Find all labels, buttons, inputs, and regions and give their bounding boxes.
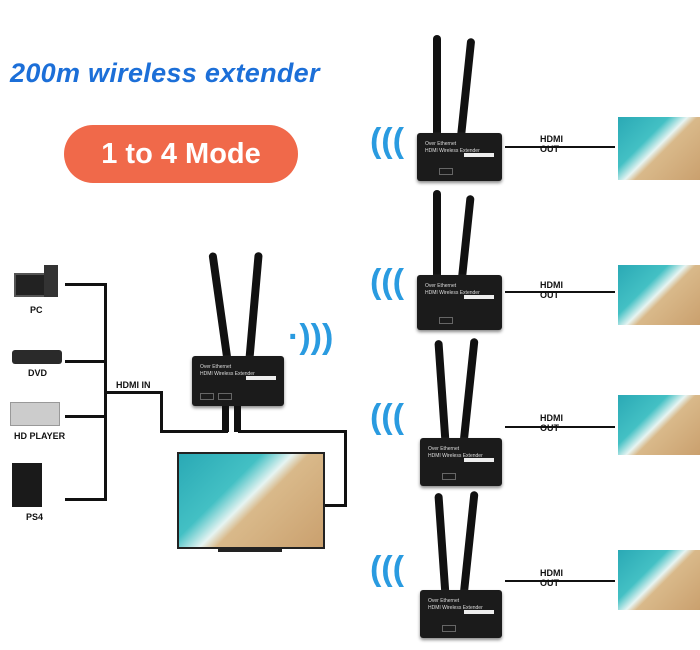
hdmi-cable [65, 498, 107, 501]
wifi-signal-icon: ))) [370, 550, 404, 588]
hdmi-cable [160, 391, 163, 433]
hdmi-cable [65, 360, 107, 363]
device-label: Over Ethernet HDMI Wireless Extender [428, 446, 483, 459]
wifi-signal-icon: ))) [370, 122, 404, 160]
wifi-signal-icon: ))) [370, 263, 404, 301]
headline: 200m wireless extender [10, 58, 320, 88]
hdmi-cable [238, 430, 346, 433]
source-label: HD PLAYER [14, 431, 66, 441]
ps4-icon [12, 463, 42, 507]
hdmi-plug [234, 406, 241, 432]
transmitter-device: Over Ethernet HDMI Wireless Extender [192, 356, 284, 406]
device-label: Over Ethernet HDMI Wireless Extender [425, 283, 480, 296]
device-label: Over Ethernet HDMI Wireless Extender [425, 141, 480, 154]
hdmi-plug [222, 406, 229, 432]
hdmi-cable [65, 283, 107, 286]
display-screen [618, 395, 700, 455]
hdmi-out-label: HDMI OUT [540, 413, 563, 433]
mode-badge: 1 to 4 Mode [64, 125, 298, 183]
tv-stand [218, 547, 282, 552]
source-label: PS4 [26, 512, 44, 522]
hdmi-cable [344, 430, 347, 506]
display-screen [618, 117, 700, 180]
device-label: Over Ethernet HDMI Wireless Extender [428, 598, 483, 611]
device-label: Over Ethernet HDMI Wireless Extender [200, 364, 255, 377]
hdmi-cable [65, 415, 107, 418]
wifi-signal-icon: ·))) [288, 318, 334, 356]
wifi-signal-icon: ))) [370, 398, 404, 436]
antenna [208, 251, 232, 363]
antenna [245, 251, 263, 363]
source-label: DVD [28, 368, 48, 378]
tv-screen [177, 452, 325, 549]
source-pc [14, 265, 60, 301]
source-label: PC [30, 305, 43, 315]
hdmi-cable [160, 430, 228, 433]
hdmi-in-label: HDMI IN [116, 380, 151, 390]
dvd-player-icon [12, 350, 62, 364]
pc-monitor-icon [14, 273, 46, 297]
hdmi-out-label: HDMI OUT [540, 280, 563, 300]
hd-player-icon [10, 402, 60, 426]
hdmi-out-label: HDMI OUT [540, 568, 563, 588]
hdmi-cable [325, 504, 347, 507]
pc-tower-icon [44, 265, 58, 297]
hdmi-cable [104, 391, 162, 394]
hdmi-out-label: HDMI OUT [540, 134, 563, 154]
display-screen [618, 265, 700, 325]
display-screen [618, 550, 700, 610]
